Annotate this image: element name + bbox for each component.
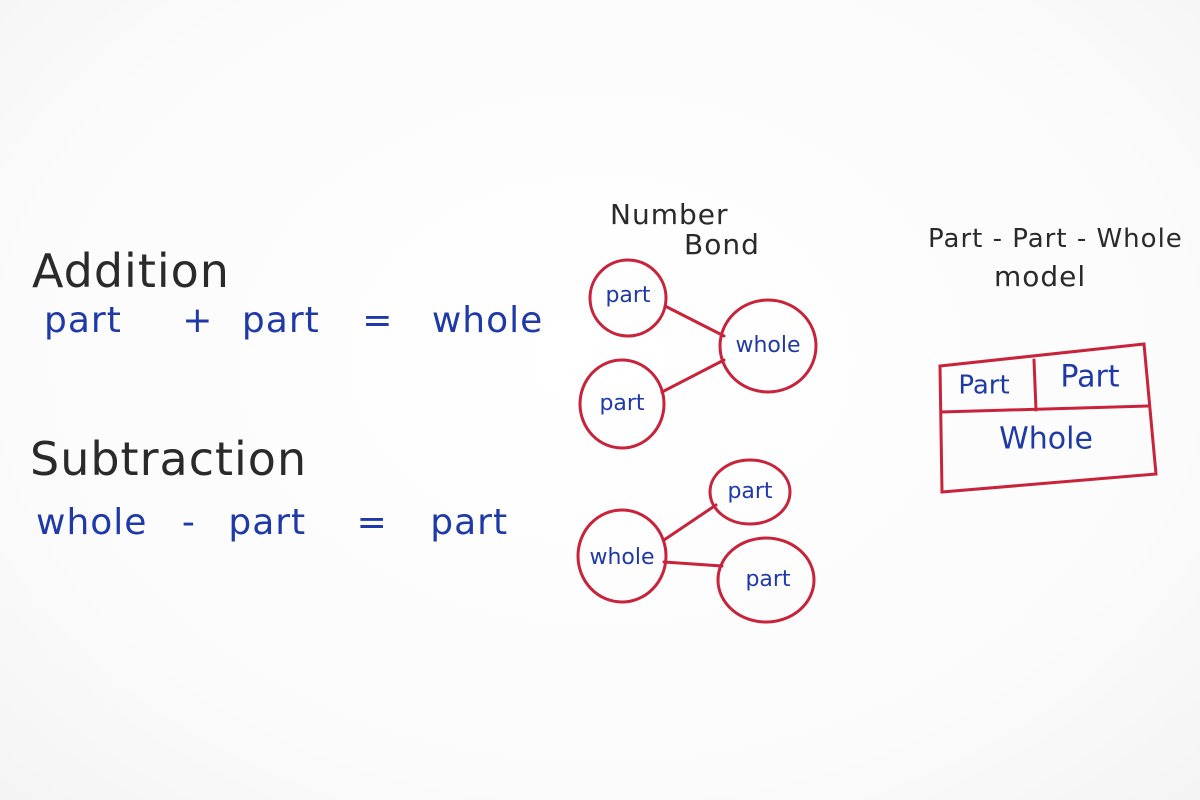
subtraction-equals-sign: = — [356, 502, 388, 543]
number-bond-title-line1: Number — [610, 198, 729, 231]
ppw-outer-box — [938, 342, 1158, 494]
bond2-part-label-a: part — [727, 479, 772, 504]
number-bond-title-line2: Bond — [684, 228, 760, 261]
subtraction-term-part-2: part — [430, 502, 509, 543]
subtraction-minus-sign: - — [181, 502, 196, 543]
bond1-whole-circle — [718, 298, 818, 394]
subtraction-term-part-1: part — [228, 502, 307, 543]
bond2-part-circle-b — [716, 536, 816, 624]
bond1-part-circle-b — [578, 358, 666, 450]
ppw-title-line1: Part - Part - Whole — [928, 224, 1183, 254]
bond2-part-label-b: part — [745, 567, 790, 592]
bond1-part-label-a: part — [605, 283, 650, 308]
ppw-title-line2: model — [994, 260, 1087, 293]
ppw-divider-vertical — [1032, 358, 1038, 412]
addition-equation: part + part = whole — [44, 300, 543, 341]
subtraction-heading: Subtraction — [30, 432, 308, 486]
bond2-connector-upper — [662, 503, 718, 542]
addition-term-whole: whole — [431, 300, 544, 341]
bond2-connector-lower — [662, 560, 724, 568]
bond1-part-label-b: part — [599, 391, 644, 416]
bond1-part-circle-a — [588, 258, 668, 338]
addition-plus-sign: + — [182, 300, 214, 341]
bond2-whole-circle — [576, 508, 668, 604]
ppw-part-left-label: Part — [958, 371, 1009, 401]
addition-term-part-2: part — [241, 300, 320, 341]
subtraction-equation: whole - part = part — [36, 502, 508, 543]
addition-term-part-1: part — [44, 300, 122, 341]
bond1-whole-label: whole — [735, 333, 800, 358]
bond1-connector-upper — [663, 304, 726, 338]
ppw-part-right-label: Part — [1060, 360, 1119, 395]
subtraction-term-whole: whole — [36, 502, 148, 543]
ppw-whole-label: Whole — [999, 422, 1093, 457]
bond2-whole-label: whole — [589, 545, 654, 570]
addition-heading: Addition — [32, 244, 230, 298]
addition-equals-sign: = — [362, 300, 394, 341]
ppw-divider-horizontal — [939, 404, 1150, 414]
bond2-part-circle-a — [708, 458, 792, 526]
bond1-connector-lower — [660, 358, 726, 394]
